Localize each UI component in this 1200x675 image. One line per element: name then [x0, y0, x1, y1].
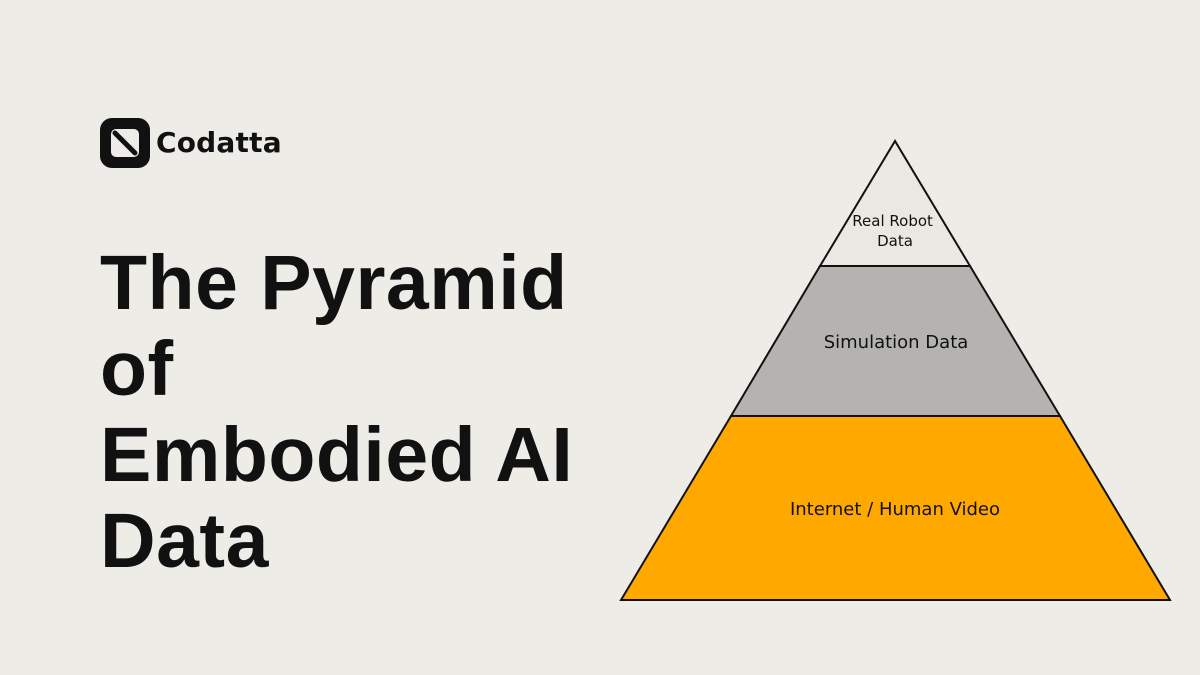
brand-name: Codatta — [156, 126, 282, 159]
brand-logo: Codatta — [100, 118, 282, 168]
tier-bottom-label-line-1: Internet / Human Video — [790, 499, 1000, 520]
tier-bottom-label: Internet / Human Video — [790, 499, 1000, 520]
pyramid-tier-bottom — [619, 415, 1172, 601]
tier-middle-label-line-1: Simulation Data — [824, 332, 969, 353]
tier-top-label-line-1: Real Robot — [852, 212, 933, 230]
page-title: The Pyramid of Embodied AI Data — [100, 240, 574, 584]
tier-middle-label: Simulation Data — [824, 332, 969, 353]
tier-top-label-line-2: Data — [877, 232, 913, 250]
tier-top-label: Real Robot Data — [852, 212, 937, 250]
codatta-logo-icon — [100, 118, 150, 168]
